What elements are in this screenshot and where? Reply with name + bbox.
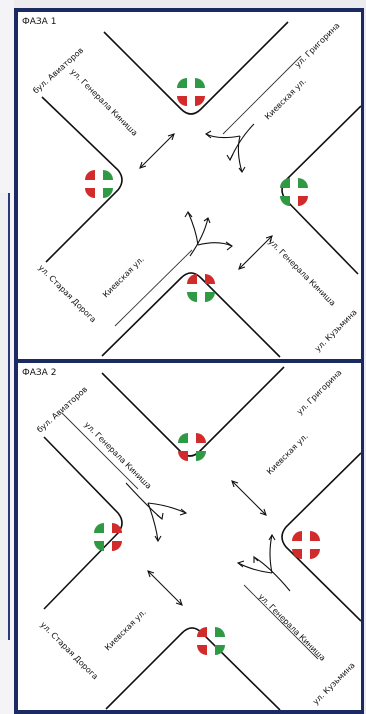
road-edge-bottom [101,272,281,358]
intersection-figure: ФАЗА 1 [14,8,364,714]
crosswalk-arrow-lower-left [147,570,183,606]
street-label-kievskaya-bottom: Киевская ул. [103,608,148,653]
street-label-kuzmina: ул. Кузьмина [313,308,359,354]
road-edge-right [281,452,361,622]
phase-2-title: ФАЗА 2 [22,368,56,378]
lane-line-kievskaya-top [222,55,302,135]
street-label-kievskaya-top: Киевская ул. [265,432,310,477]
traffic-signal-bottom [197,627,225,655]
traffic-signal-left [85,170,113,198]
road-edge-right [281,105,361,275]
phase-1-diagram: ФАЗА 1 [22,17,361,358]
street-label-kinisha-top: ул. Генерала Киниша [83,420,154,491]
crosswalk-arrow-upper-right [231,480,267,516]
street-label-grigorina: ул. Григорина [295,368,344,417]
traffic-arrow-from-top [205,123,255,173]
street-label-kinisha-bottom: ул. Генерала Киниша [257,592,328,663]
road-edge-top-left [103,21,289,115]
traffic-arrow-from-bottom [184,211,233,257]
street-label-kievskaya-bottom: Киевская ул. [101,255,146,300]
street-label-grigorina: ул. Григорина [293,21,342,70]
traffic-signal-right [292,531,320,559]
street-label-kinisha-top: ул. Генерала Киниша [69,67,140,138]
road-edge-top-left [101,366,285,457]
street-label-kinisha-bottom: ул. Генерала Киниша [267,237,338,308]
phase-1-title: ФАЗА 1 [22,17,56,27]
phase-2-diagram: ФАЗА 2 [22,366,361,710]
street-label-aviatorov: бул. Авиаторов [35,385,89,435]
street-label-kievskaya-top: Киевская ул. [263,77,308,122]
traffic-signal-right [280,178,308,206]
street-label-staraya-doroga: ул. Старая Дорога [37,263,98,324]
left-panel [0,0,14,714]
road-edge-bottom [105,627,281,710]
lane-line-kinisha-top [61,412,139,490]
traffic-arrow-from-left [125,482,188,543]
traffic-signal-top [178,433,206,461]
traffic-signal-bottom [187,274,215,302]
street-label-kuzmina: ул. Кузьмина [311,661,357,707]
traffic-signal-left [94,523,122,551]
lane-line-kinisha-bottom [243,584,319,660]
road-edge-left [41,96,123,263]
phase-2-panel: ФАЗА 2 [18,363,361,710]
road-edge-left [43,436,123,610]
left-panel-edge [0,193,10,640]
traffic-signal-top [177,78,205,106]
crosswalk-arrow-lower-right [238,235,273,270]
street-label-staraya-doroga: ул. Старая Дорога [39,620,100,681]
crosswalk-arrow-upper-left [139,133,175,169]
lane-line-kievskaya-bottom [114,249,193,327]
traffic-arrow-from-right [236,533,291,592]
phase-1-panel: ФАЗА 1 [18,12,361,359]
